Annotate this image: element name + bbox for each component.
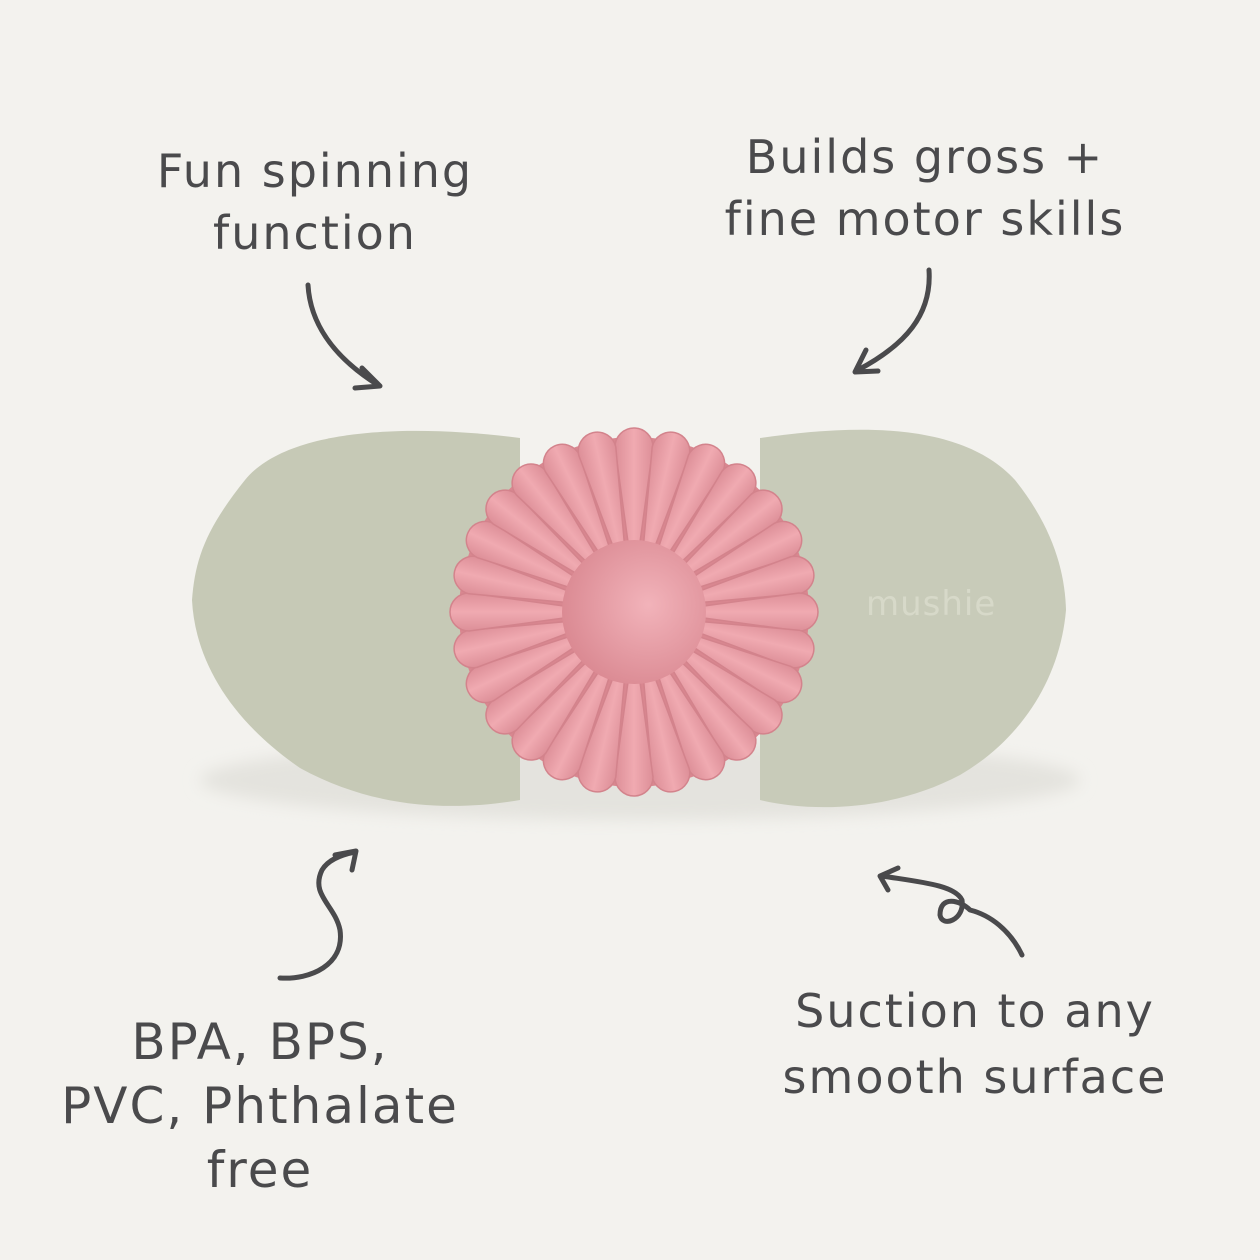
callout-line: Suction to any xyxy=(795,984,1155,1038)
callout-line: smooth surface xyxy=(782,1050,1168,1104)
left-suction-lobe xyxy=(192,430,520,806)
callout-line: fine motor skills xyxy=(724,192,1126,246)
arrow-down-right-icon xyxy=(305,282,383,391)
callout-line: Builds gross + xyxy=(745,130,1105,184)
callout-line: Fun spinning xyxy=(156,144,474,198)
arrow-curvy-up-icon xyxy=(277,848,359,981)
brand-emboss: mushie xyxy=(866,584,996,624)
callout-line: PVC, Phthalate xyxy=(61,1077,459,1135)
daisy-spinner[interactable] xyxy=(449,427,819,797)
arrow-down-left-icon xyxy=(852,267,932,375)
flower-center-dome xyxy=(562,540,706,684)
right-suction-lobe xyxy=(760,429,1066,808)
callout-line: free xyxy=(206,1141,314,1199)
callout-suction: Suction to any smooth surface xyxy=(750,978,1200,1110)
arrow-loop-left-icon xyxy=(877,865,1025,958)
callout-line: BPA, BPS, xyxy=(131,1013,389,1071)
petal xyxy=(577,431,626,546)
callout-line: function xyxy=(213,206,417,260)
callout-materials: BPA, BPS, PVC, Phthalate free xyxy=(40,1010,480,1202)
callout-spinning: Fun spinning function xyxy=(120,140,510,264)
callout-motor-skills: Builds gross + fine motor skills xyxy=(690,126,1160,250)
